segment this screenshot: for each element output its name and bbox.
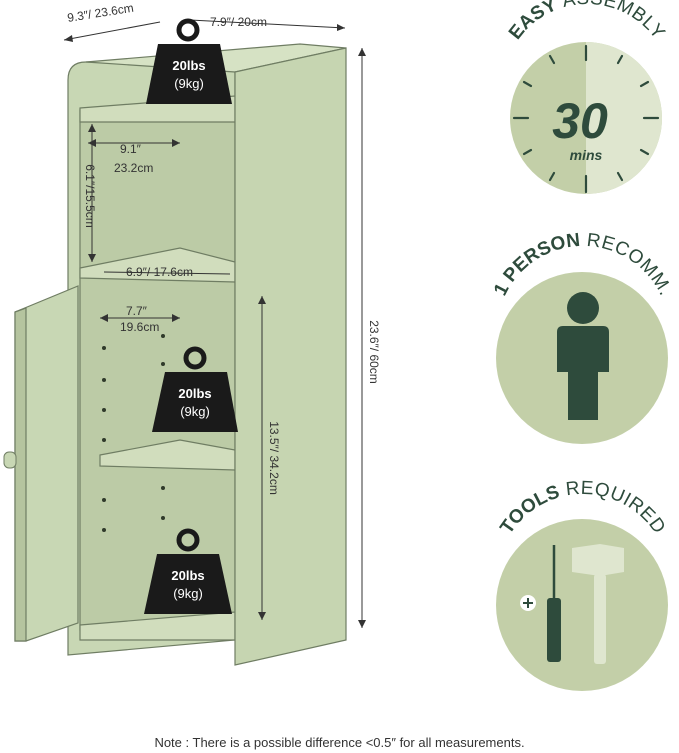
width-label: 7.9″/ 20cm — [210, 15, 267, 29]
depth-label: 9.3″/ 23.6cm — [66, 1, 134, 25]
height-label: 23.6″/ 60cm — [367, 320, 381, 384]
shelf-pin-holes — [102, 334, 165, 532]
dimension-arrows — [64, 24, 366, 628]
weight-top-kg: (9kg) — [174, 76, 204, 91]
badge-assembly-arc-text: EASYASSEMBLY — [505, 0, 669, 44]
top-width-in-label: 9.1″ — [120, 142, 142, 156]
screwdriver-icon — [520, 545, 561, 662]
hammer-icon — [572, 544, 624, 664]
top-width-cm-label: 23.2cm — [114, 161, 153, 175]
low-width-cm-label: 19.6cm — [120, 320, 159, 334]
cabinet-side-panel — [234, 47, 347, 666]
low-width-in-label: 7.7″ — [126, 304, 148, 318]
weight-icon-bottom: 20lbs (9kg) — [144, 528, 232, 614]
person-icon — [557, 292, 609, 420]
weight-middle-kg: (9kg) — [180, 404, 210, 419]
assembly-time-value: 30 — [552, 93, 608, 149]
cabinet-interior — [79, 109, 236, 631]
weight-icon-middle: 20lbs (9kg) — [152, 346, 238, 432]
weight-icon-top: 20lbs (9kg) — [146, 18, 232, 104]
mid-width-label: 6.9″/ 17.6cm — [126, 265, 193, 279]
door-edge — [14, 307, 27, 642]
weight-top-lbs: 20lbs — [172, 58, 205, 73]
weight-bottom-lbs: 20lbs — [171, 568, 204, 583]
low-height-label: 13.5″/ 34.2cm — [267, 421, 281, 495]
measurement-note: Note : There is a possible difference <0… — [154, 735, 525, 750]
clock-ticks-icon — [512, 44, 660, 194]
top-height-label: 6.1″/15.5cm — [83, 164, 97, 228]
assembly-time-unit: mins — [570, 147, 603, 163]
weight-bottom-kg: (9kg) — [173, 586, 203, 601]
weight-middle-lbs: 20lbs — [178, 386, 211, 401]
door-knob-icon — [3, 451, 17, 469]
dimension-lines — [63, 19, 363, 628]
badge-easy-assembly: EASYASSEMBLY 30 mins — [505, 0, 669, 194]
